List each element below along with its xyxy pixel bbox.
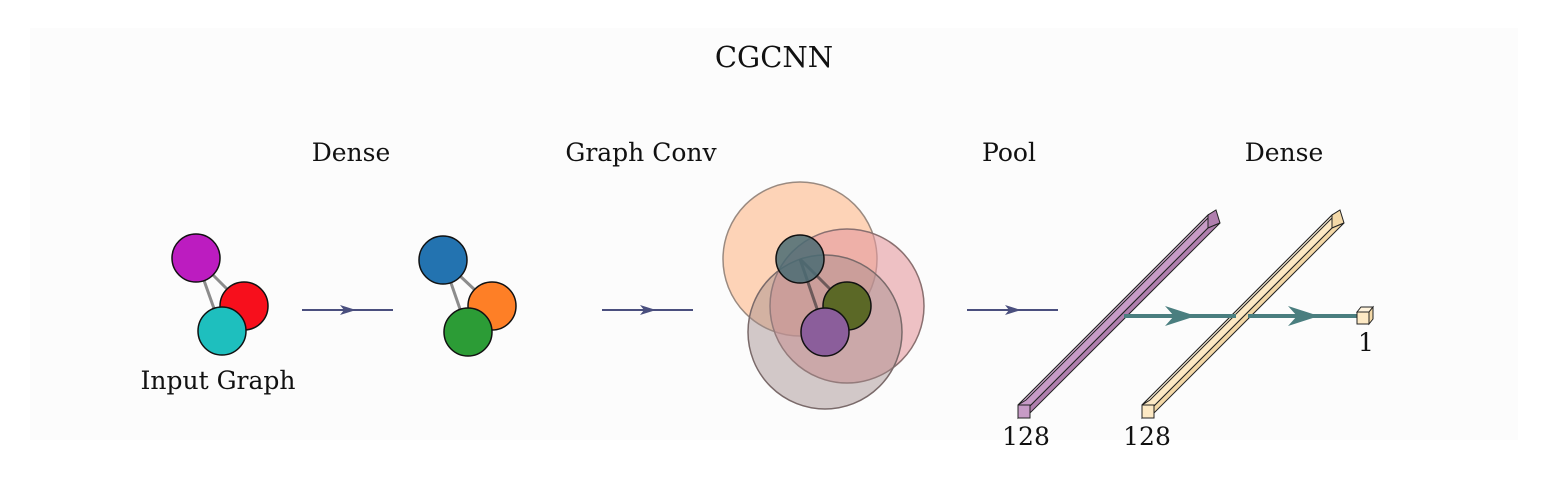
connector-arrowhead: [1165, 306, 1196, 326]
diagram-title: CGCNN: [714, 40, 834, 74]
conv-node: [800, 307, 850, 357]
conv-node: [775, 234, 825, 284]
stage-label-pool: Pool: [982, 138, 1036, 167]
dense-bar: [1141, 209, 1345, 420]
output-size-label: 1: [1358, 328, 1374, 357]
pool-bar-end: [1017, 404, 1031, 419]
flow-arrowhead: [640, 305, 656, 315]
dense-node: [443, 307, 493, 357]
input-node: [171, 233, 221, 283]
stage-label-dense: Dense: [311, 138, 391, 167]
pool-bar: [1017, 209, 1221, 420]
output-cube: [1355, 305, 1375, 326]
dense-bar-end: [1141, 404, 1155, 419]
dense-connectors: [1124, 306, 1358, 326]
dense-size-label: 128: [1123, 422, 1171, 451]
dense-graph: [418, 235, 517, 357]
dense-node: [418, 235, 468, 285]
input-graph-label: Input Graph: [140, 366, 296, 395]
graph-conv: [722, 181, 925, 410]
flow-arrowhead: [340, 305, 356, 315]
pool-bar-side: [1017, 222, 1221, 419]
output-cube-side: [1368, 305, 1374, 326]
output-cube-front: [1356, 311, 1370, 325]
flow-arrowhead: [1005, 305, 1021, 315]
input-graph: [171, 233, 269, 356]
connector-arrowhead: [1288, 306, 1319, 326]
stage-label-dense-2: Dense: [1244, 138, 1324, 167]
input-node: [197, 306, 247, 356]
stage-label-graph-conv: Graph Conv: [565, 138, 717, 167]
dense-bar-top: [1141, 209, 1341, 406]
pool-size-label: 128: [1002, 422, 1050, 451]
